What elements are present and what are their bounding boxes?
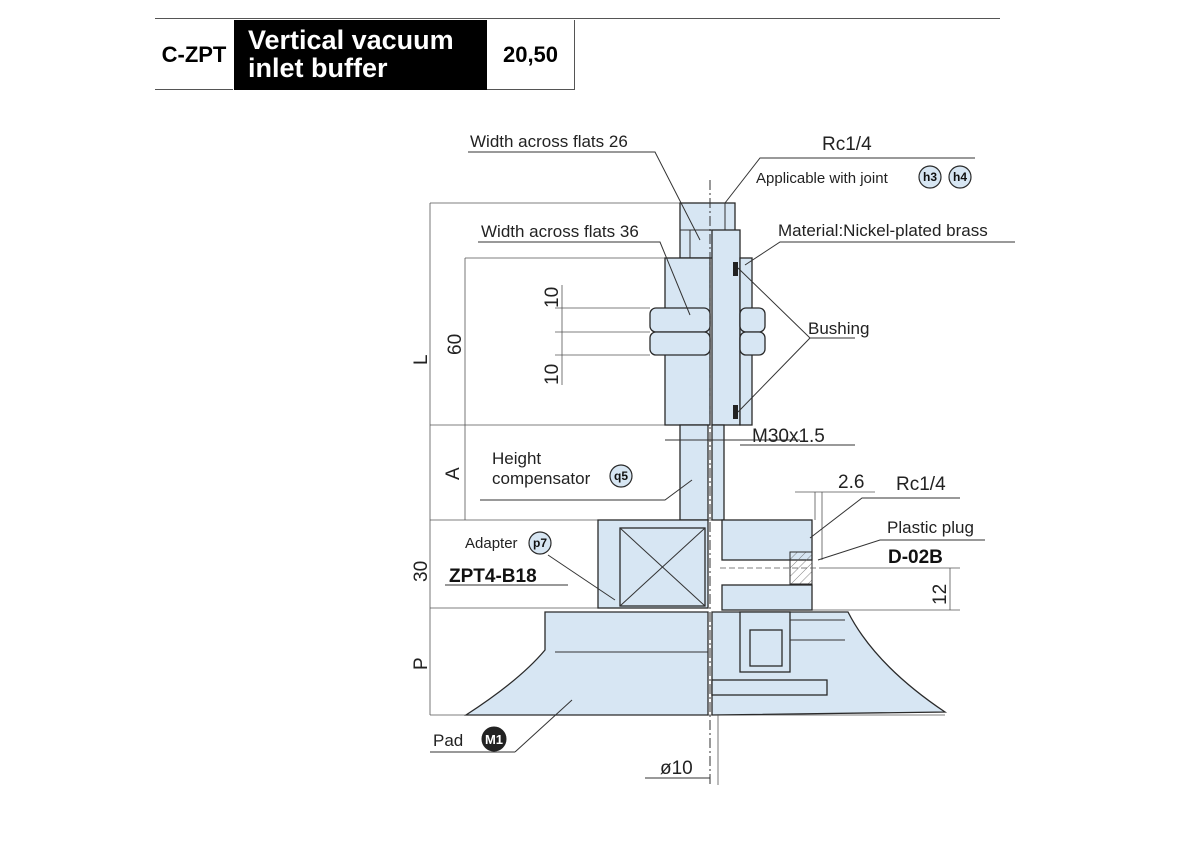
joint-badge-h3: h3 (918, 165, 942, 189)
height-compensator-label-2: compensator (492, 469, 591, 488)
series-code: C-ZPT (155, 20, 233, 90)
joint-badge-h4: h4 (948, 165, 972, 189)
pad-label: Pad (433, 731, 463, 750)
adapter-block (597, 519, 820, 611)
adapter-label: Adapter (465, 535, 518, 552)
thread-label: M30x1.5 (752, 426, 825, 447)
svg-text:h3: h3 (923, 170, 937, 184)
dim-12: 12 (930, 584, 951, 605)
dim-30: 30 (411, 561, 432, 582)
adapter-model-label: ZPT4-B18 (449, 566, 537, 587)
material-label: Material:Nickel-plated brass (778, 221, 988, 240)
svg-text:h4: h4 (953, 170, 967, 184)
top-port-label: Rc1/4 (822, 134, 872, 155)
suction-pad (463, 611, 948, 716)
dim-A: A (443, 467, 464, 480)
joint-label: Applicable with joint (756, 170, 889, 187)
height-compensator-badge: q5 (609, 464, 633, 488)
svg-text:M1: M1 (485, 732, 503, 747)
dim-60: 60 (445, 334, 466, 355)
product-title-line-1: Vertical vacuum (248, 25, 454, 55)
svg-text:q5: q5 (614, 469, 628, 483)
product-title-line-2: inlet buffer (248, 53, 388, 83)
plastic-plug-label: Plastic plug (887, 518, 974, 537)
leader-lines (430, 151, 1015, 779)
pad-badge: M1 (481, 726, 507, 752)
bushing-label: Bushing (808, 319, 869, 338)
bore-diameter-label: ø10 (660, 758, 693, 779)
product-title: Vertical vacuum inlet buffer (234, 20, 487, 90)
dim-P: P (411, 657, 432, 670)
height-compensator-label-1: Height (492, 449, 541, 468)
dim-10-upper: 10 (542, 287, 563, 308)
top-rule (155, 18, 1000, 19)
dim-10-lower: 10 (542, 364, 563, 385)
side-port-label: Rc1/4 (896, 474, 946, 495)
adapter-badge: p7 (528, 531, 552, 555)
dim-L: L (411, 354, 432, 365)
gap-dimension: 2.6 (838, 472, 864, 493)
plug-model-label: D-02B (888, 547, 943, 568)
flats-26-label: Width across flats 26 (470, 132, 628, 151)
size-list: 20,50 (487, 20, 575, 90)
svg-text:p7: p7 (533, 536, 547, 550)
height-compensator-shaft (665, 424, 800, 521)
flats-36-label: Width across flats 36 (481, 222, 639, 241)
